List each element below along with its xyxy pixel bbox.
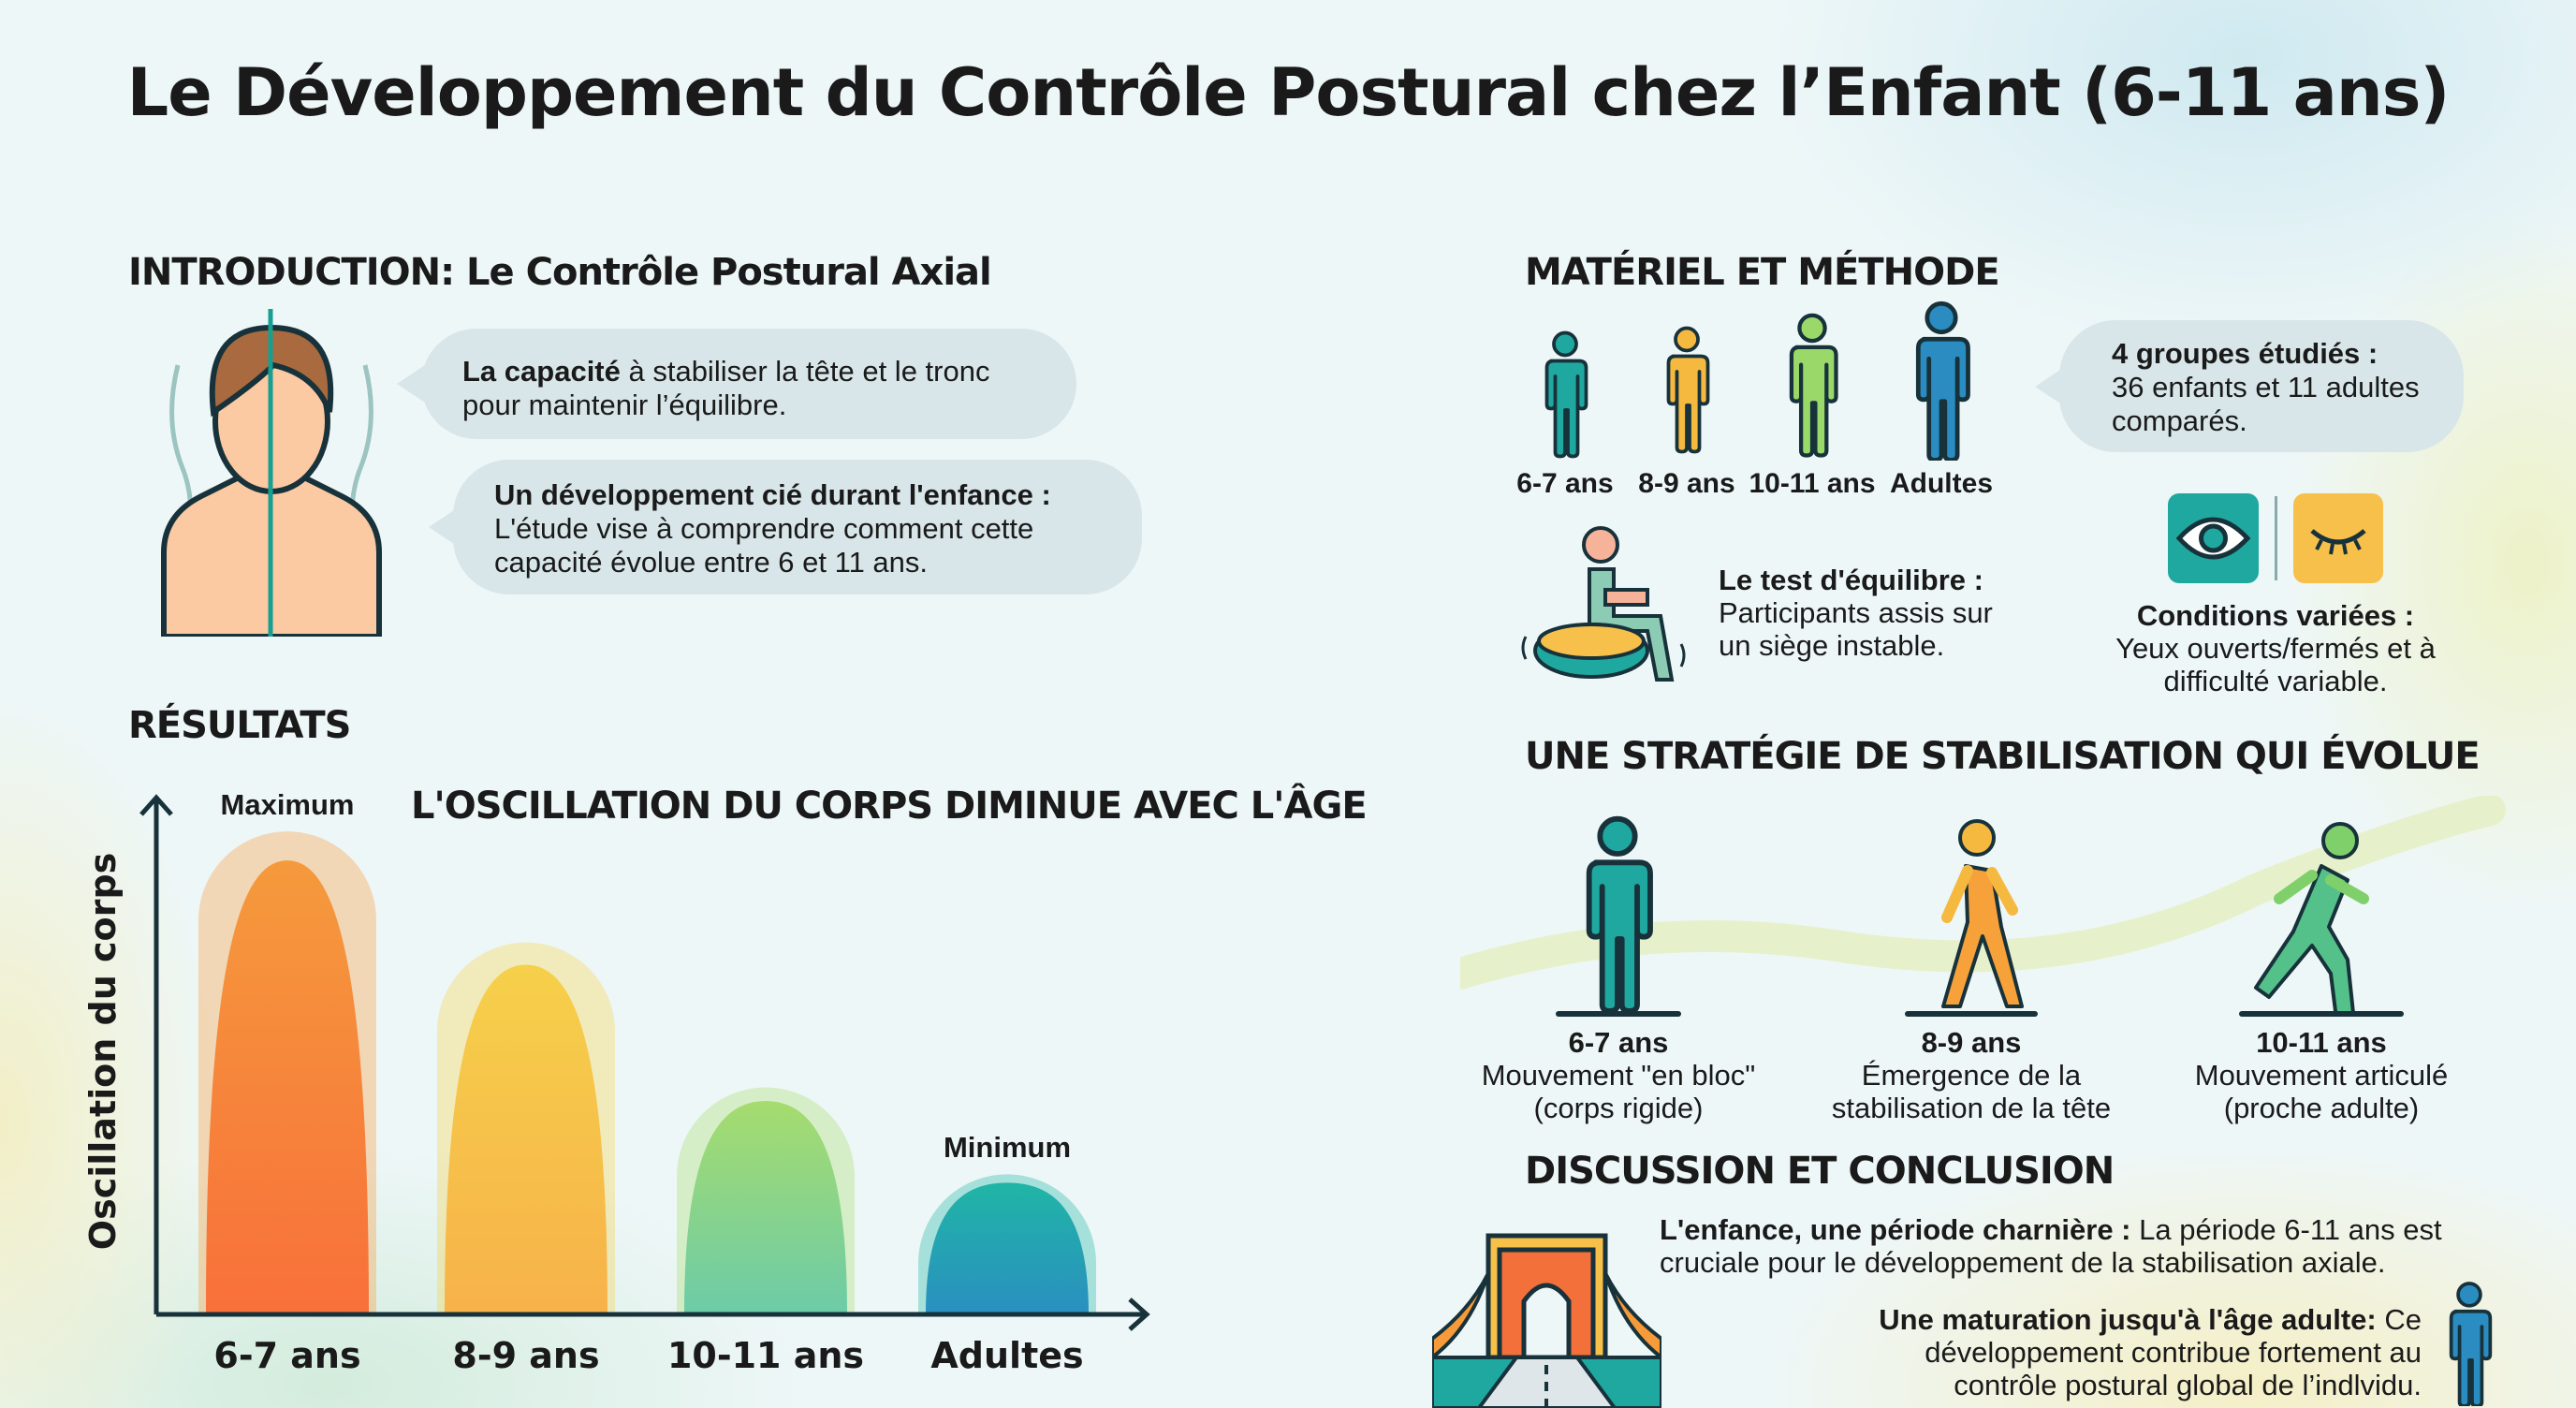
chart-title: L'OSCILLATION DU CORPS DIMINUE AVEC L'ÂG… [411,785,1368,828]
strategy-heading: UNE STRATÉGIE DE STABILISATION QUI ÉVOLU… [1525,735,2481,778]
bridge-icon [1432,1233,1661,1408]
page-title: Le Développement du Contrôle Postural ch… [126,54,2451,131]
adult-icon [1906,300,1977,461]
walking-figure-icon [1941,819,2024,1008]
balance-test-bold: Le test d'équilibre : [1719,564,1983,596]
stage-line1: Mouvement "en bloc" [1481,1059,1756,1092]
bar [684,1101,847,1314]
group-label: 6-7 ans [1516,468,1614,499]
balance-test-desc: Participants assis sur un siège instable… [1719,596,1993,662]
bar [926,1182,1089,1314]
balance-test-text: Le test d'équilibre : Participants assis… [1719,564,2027,662]
adult-figure-icon [2441,1281,2497,1406]
ground-line [1556,1011,1681,1017]
eye-closed-icon [2293,493,2383,583]
discussion-p1-bold: L'enfance, une période charnière : [1660,1213,2131,1246]
introduction-heading: INTRODUCTION: Le Contrôle Postural Axial [128,251,992,294]
group-label: 8-9 ans [1638,468,1735,499]
ground-line [2239,1011,2404,1017]
y-axis-arrow [139,794,173,816]
rigid-figure-icon [1573,814,1662,1011]
discussion-heading: DISCUSSION ET CONCLUSION [1525,1150,2115,1193]
eye-open-icon [2168,493,2259,583]
intro-bubble-1-text: à stabiliser la tête et le tronc pour ma… [462,355,990,421]
groups-bubble: 4 groupes étudiés : 36 enfants et 11 adu… [2035,320,2464,452]
stage-age: 6-7 ans [1568,1026,1669,1059]
minimum-label: Minimum [943,1131,1072,1164]
running-figure-icon [2254,822,2369,1016]
child-8-9-icon [1659,318,1715,459]
stage-line1: Mouvement articulé [2194,1059,2449,1092]
stage-line2: (proche adulte) [2223,1092,2420,1124]
unstable-seat-icon [1521,526,1686,682]
intro-bubble-2-text: L'étude vise à comprendre comment cette … [494,512,1034,579]
x-tick-label: 10-11 ans [666,1335,865,1376]
ground-line [1905,1011,2038,1017]
stage-age: 10-11 ans [2256,1026,2387,1059]
conditions-text: Conditions variées : Yeux ouverts/fermés… [2098,599,2453,697]
x-tick-label: 8-9 ans [452,1335,600,1376]
discussion-paragraph-2: Une maturation jusqu'à l'âge adulte: Ce … [1849,1303,2422,1401]
bar-chart [139,794,1150,1331]
x-axis-arrow [1128,1298,1150,1331]
conditions-desc: Yeux ouverts/fermés et à difficulté vari… [2115,632,2436,697]
stage-line1: Émergence de la [1861,1059,2082,1092]
intro-bubble-2-bold: Un développement cié durant l'enfance : [494,478,1051,511]
conditions-bold: Conditions variées : [2136,599,2415,632]
discussion-p2-text: Ce développement contribue fortement au … [1925,1303,2422,1401]
intro-bubble-2: Un développement cié durant l'enfance : … [429,460,1142,594]
intro-bubble-1-bold: La capacité [462,355,621,388]
groups-bubble-bold: 4 groupes étudiés : [2112,337,2378,370]
bar [445,964,607,1314]
x-tick-label: 6-7 ans [213,1335,361,1376]
child-torso-illustration [161,309,382,637]
child-10-11-icon [1780,309,1844,459]
groups-bubble-text: 36 enfants et 11 adultes comparés. [2112,371,2420,437]
discussion-p1-text: La période 6-11 ans est cruciale pour le… [1660,1213,2442,1279]
stage-age: 8-9 ans [1921,1026,2022,1059]
divider [2275,496,2277,580]
bar [206,860,369,1314]
group-label: Adultes [1889,468,1994,499]
results-heading: RÉSULTATS [128,704,351,747]
intro-bubble-1: La capacité à stabiliser la tête et le t… [397,329,1076,439]
child-6-7-icon [1537,328,1593,459]
discussion-p2-bold: Une maturation jusqu'à l'âge adulte: [1879,1303,2377,1336]
discussion-paragraph-1: L'enfance, une période charnière : La pé… [1660,1213,2483,1279]
maximum-label: Maximum [220,788,355,821]
stage-line2: (corps rigide) [1533,1092,1704,1124]
group-label: 10-11 ans [1749,468,1876,499]
methods-heading: MATÉRIEL ET MÉTHODE [1525,251,2000,294]
stage-line2: stabilisation de la tête [1831,1092,2112,1124]
x-tick-label: Adultes [930,1335,1084,1376]
